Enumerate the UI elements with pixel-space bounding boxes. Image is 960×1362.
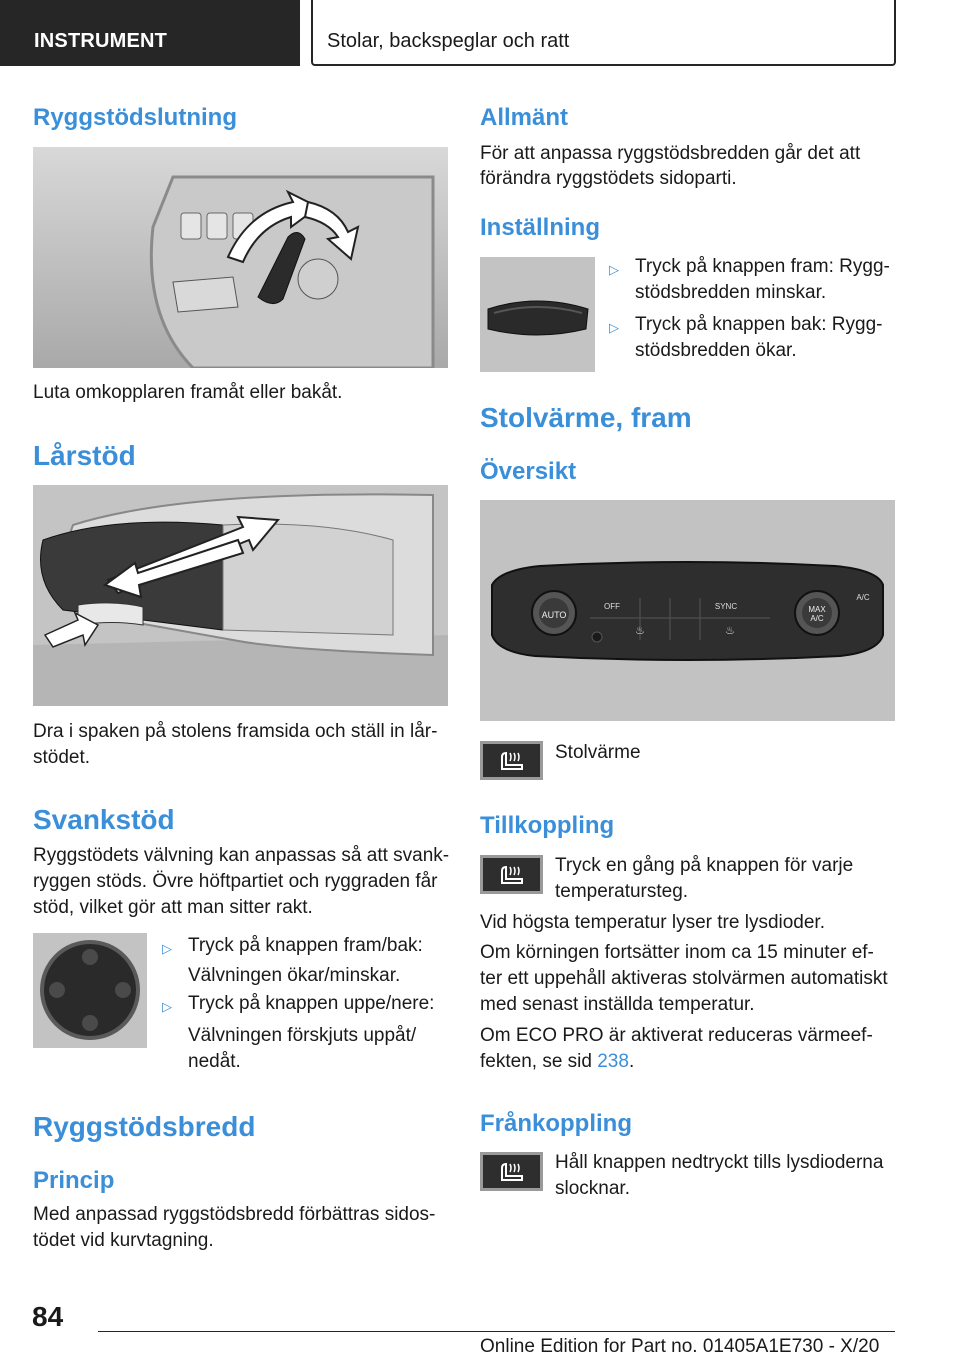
backrest-width-text-line2: tödet vid kurvtagning. (33, 1230, 214, 1251)
heading-lumbar: Svankstöd (33, 804, 175, 835)
seat-heating-icon-label: Stolvärme (555, 742, 641, 763)
heading-seat-heating: Stolvärme, fram (480, 402, 692, 433)
heading-switch-on: Tillkoppling (480, 812, 615, 839)
switch-off-line1: Håll knappen nedtryckt tills lysdioderna (555, 1152, 884, 1173)
lumbar-bullet2-sub1: Välvningen förskjuts uppåt/ (188, 1025, 417, 1046)
panel-max-ac-label2: A/C (810, 614, 824, 623)
panel-max-ac-label1: MAX (808, 605, 826, 614)
setting-bullet1-line2: stödsbredden minskar. (635, 282, 827, 303)
switch-off-line2: slocknar. (555, 1178, 630, 1199)
lumbar-bullet1-sub: Välvningen ökar/minskar. (188, 965, 401, 986)
lumbar-text-line3: stöd, vilket gör att man sitter rakt. (33, 897, 313, 918)
panel-sync-label: SYNC (715, 602, 737, 611)
thigh-support-caption-line1: Dra i spaken på stolens framsida och stä… (33, 721, 438, 742)
setting-bullet1-line1: Tryck på knappen fram: Rygg- (635, 256, 890, 277)
lumbar-bullet1: Tryck på knappen fram/bak: (188, 935, 423, 956)
thigh-support-image (33, 485, 448, 706)
general-text-line2: förändra ryggstödets sidoparti. (480, 168, 737, 189)
svg-text:♨: ♨ (635, 624, 645, 637)
heading-general: Allmänt (480, 104, 569, 131)
page-reference-link[interactable]: 238 (597, 1051, 629, 1072)
header-section-label: INSTRUMENT (34, 30, 168, 52)
heading-backrest-tilt: Ryggstödslutning (33, 104, 237, 131)
lumbar-button-image (33, 933, 147, 1048)
heading-switch-off: Frånkoppling (480, 1110, 632, 1137)
bullet-icon: ▷ (162, 941, 172, 956)
switch-on-p2-line3: med senast inställda temperatur. (480, 994, 755, 1015)
bullet-icon: ▷ (609, 320, 619, 335)
heading-setting: Inställning (480, 214, 600, 241)
heading-overview: Översikt (480, 458, 577, 485)
backrest-tilt-caption: Luta omkopplaren framåt eller bakåt. (33, 382, 343, 403)
lumbar-text-line1: Ryggstödets välvning kan anpassas så att… (33, 845, 450, 866)
setting-bullet2-line2: stödsbredden ökar. (635, 340, 797, 361)
lumbar-bullet2-sub2: nedåt. (188, 1051, 241, 1072)
switch-on-p1: Vid högsta temperatur lyser tre lysdiode… (480, 912, 825, 933)
switch-on-p2-line1: Om körningen fortsätter inom ca 15 minut… (480, 942, 874, 963)
setting-bullet2-line1: Tryck på knappen bak: Rygg- (635, 314, 883, 335)
switch-on-p3-line2: fekten, se sid 238. (480, 1049, 634, 1075)
general-text-line1: För att anpassa ryggstödsbredden går det… (480, 143, 861, 164)
panel-ac-label: A/C (856, 593, 870, 602)
switch-on-p3-line1: Om ECO PRO är aktiverat reduceras värmee… (480, 1025, 873, 1046)
bullet-icon: ▷ (609, 262, 619, 277)
switch-on-line1: Tryck en gång på knappen för varje (555, 855, 854, 876)
heading-principle: Princip (33, 1167, 115, 1194)
panel-off-label: OFF (604, 602, 620, 611)
panel-auto-label: AUTO (542, 610, 567, 620)
switch-on-p3-pre: fekten, se sid (480, 1051, 598, 1072)
backrest-width-text-line1: Med anpassad ryggstödsbredd förbättras s… (33, 1204, 436, 1225)
thigh-support-caption-line2: stödet. (33, 747, 91, 768)
climate-panel-image: AUTO MAX A/C OFF SYNC A/C ♨ ♨ (480, 500, 895, 721)
switch-on-p3-post: . (628, 1051, 635, 1072)
heading-backrest-width: Ryggstödsbredd (33, 1111, 256, 1142)
lumbar-text-line2: ryggen stöds. Övre höftpartiet och ryggr… (33, 871, 438, 892)
bullet-icon: ▷ (162, 999, 172, 1014)
footer-edition: Online Edition for Part no. 01405A1E730 … (480, 1336, 880, 1357)
width-button-image (480, 257, 595, 372)
page-number: 84 (32, 1301, 64, 1332)
header-section-tab: INSTRUMENT (0, 0, 300, 66)
lumbar-bullet2: Tryck på knappen uppe/nere: (188, 993, 435, 1014)
switch-on-p2-line2: ter ett uppehåll aktiveras stolvärmen au… (480, 968, 888, 989)
heading-thigh-support: Lårstöd (33, 440, 136, 471)
seat-heating-icon (480, 1152, 543, 1191)
svg-text:♨: ♨ (725, 624, 735, 637)
seat-heating-icon (480, 855, 543, 894)
switch-on-line2: temperatursteg. (555, 881, 689, 902)
seat-heating-icon (480, 741, 543, 780)
backrest-tilt-image (33, 147, 448, 368)
footer-divider (98, 1331, 895, 1332)
header-chapter-label: Stolar, backspeglar och ratt (327, 30, 570, 52)
header-chapter-tab: Stolar, backspeglar och ratt (311, 0, 896, 66)
